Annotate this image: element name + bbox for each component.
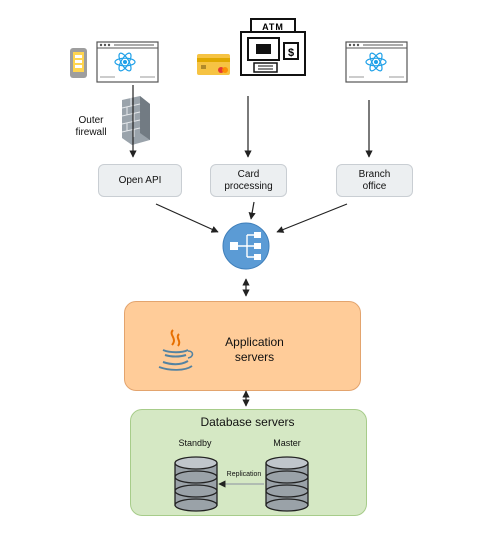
database-servers-label: Database servers bbox=[200, 415, 295, 429]
open-api-label: Open API bbox=[118, 174, 162, 186]
mobile-phone-icon bbox=[70, 48, 87, 78]
firewall-label: Outer firewall bbox=[75, 115, 107, 138]
input-arrows bbox=[129, 85, 373, 158]
atm-machine-icon: $ bbox=[240, 18, 306, 76]
open-api-box: Open API bbox=[98, 164, 182, 197]
master-label: Master bbox=[273, 438, 301, 448]
credit-card-icon bbox=[197, 54, 230, 75]
card-processing-label: Card processing bbox=[224, 168, 273, 192]
database-standby-icon bbox=[174, 456, 218, 512]
browser-window-right-icon bbox=[345, 41, 408, 83]
branch-office-box: Branch office bbox=[336, 164, 413, 197]
application-servers-box bbox=[124, 301, 361, 391]
svg-text:$: $ bbox=[288, 47, 294, 59]
branch-office-label: Branch office bbox=[358, 168, 391, 192]
database-master-icon bbox=[265, 456, 309, 512]
card-processing-box: Card processing bbox=[210, 164, 287, 197]
java-coffee-cup-icon bbox=[158, 329, 194, 371]
load-balancer-icon bbox=[222, 222, 270, 270]
atm-label: ATM bbox=[262, 22, 284, 32]
database-servers-box bbox=[130, 409, 367, 516]
brick-firewall-icon bbox=[121, 96, 150, 145]
lb-arrows bbox=[155, 201, 348, 407]
replication-label: Replication bbox=[226, 471, 262, 478]
application-servers-label: Application servers bbox=[225, 335, 284, 364]
standby-label: Standby bbox=[178, 438, 212, 448]
browser-window-left-icon bbox=[96, 41, 159, 83]
